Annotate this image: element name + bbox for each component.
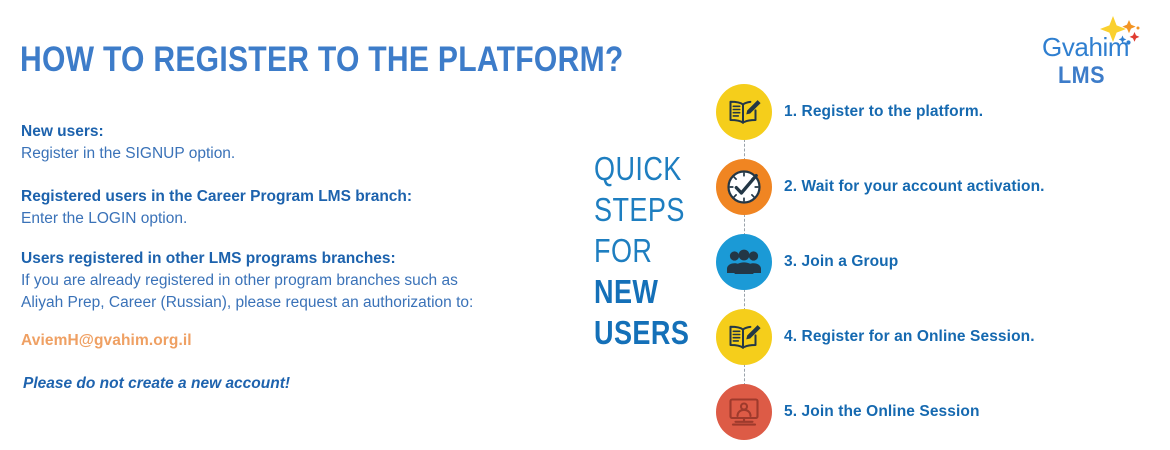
star-sparkle-icon [1089,8,1155,59]
step-connector-line [744,289,745,311]
info-block-registered-career: Registered users in the Career Program L… [21,186,561,230]
block-line: Aliyah Prep, Career (Russian), please re… [21,294,474,311]
step-badge-1 [716,84,772,140]
steps-list: 1. Register to the platform. 2. Wait for… [716,83,1136,443]
logo-sub-lms: LMS [1058,62,1105,89]
step-connector-line [744,214,745,236]
info-block-new-users: New users: Register in the SIGNUP option… [21,121,561,165]
warning-note: Please do not create a new account! [23,375,291,392]
book-pencil-icon [727,97,761,127]
quick-steps-headline: QUICK STEPS FOR NEW USERS [594,148,694,353]
monitor-webinar-icon [726,396,762,428]
info-block-other-programs: Users registered in other LMS programs b… [21,248,561,314]
book-pencil-icon [727,322,761,352]
block-line: Enter the LOGIN option. [21,210,188,227]
step-label-1: 1. Register to the platform. [784,103,984,120]
step-item-3[interactable]: 3. Join a Group [716,233,898,291]
step-badge-2 [716,159,772,215]
step-badge-4 [716,309,772,365]
step-badge-5 [716,384,772,440]
step-item-4[interactable]: 4. Register for an Online Session. [716,308,1035,366]
page-title: HOW TO REGISTER TO THE PLATFORM? [20,40,624,79]
step-label-2: 2. Wait for your account activation. [784,178,1045,195]
step-label-5: 5. Join the Online Session [784,403,980,420]
step-connector-line [744,139,745,161]
gvahim-lms-logo[interactable]: Gvahim LMS [1042,14,1162,92]
step-item-2[interactable]: 2. Wait for your account activation. [716,158,1045,216]
logo-wordmark: Gvahim [1042,32,1130,62]
step-item-5[interactable]: 5. Join the Online Session [716,383,980,441]
step-badge-3 [716,234,772,290]
block-line: Register in the SIGNUP option. [21,145,236,162]
people-group-icon [726,249,762,275]
step-connector-line [744,364,745,386]
block-heading: Users registered in other LMS programs b… [21,250,396,267]
headline-line-4: NEW [594,273,659,310]
left-content-column: HOW TO REGISTER TO THE PLATFORM? New use… [20,0,623,450]
step-label-4: 4. Register for an Online Session. [784,328,1035,345]
clock-check-icon [724,167,764,207]
contact-email-link[interactable]: AviemH@gvahim.org.il [21,332,192,349]
headline-line-1: QUICK [594,150,682,187]
headline-line-3: FOR [594,232,653,269]
block-heading: New users: [21,123,104,140]
step-label-3: 3. Join a Group [784,253,899,270]
headline-line-2: STEPS [594,191,685,228]
step-item-1[interactable]: 1. Register to the platform. [716,83,983,141]
headline-line-5: USERS [594,314,690,351]
block-heading: Registered users in the Career Program L… [21,188,413,205]
block-line: If you are already registered in other p… [21,272,458,289]
